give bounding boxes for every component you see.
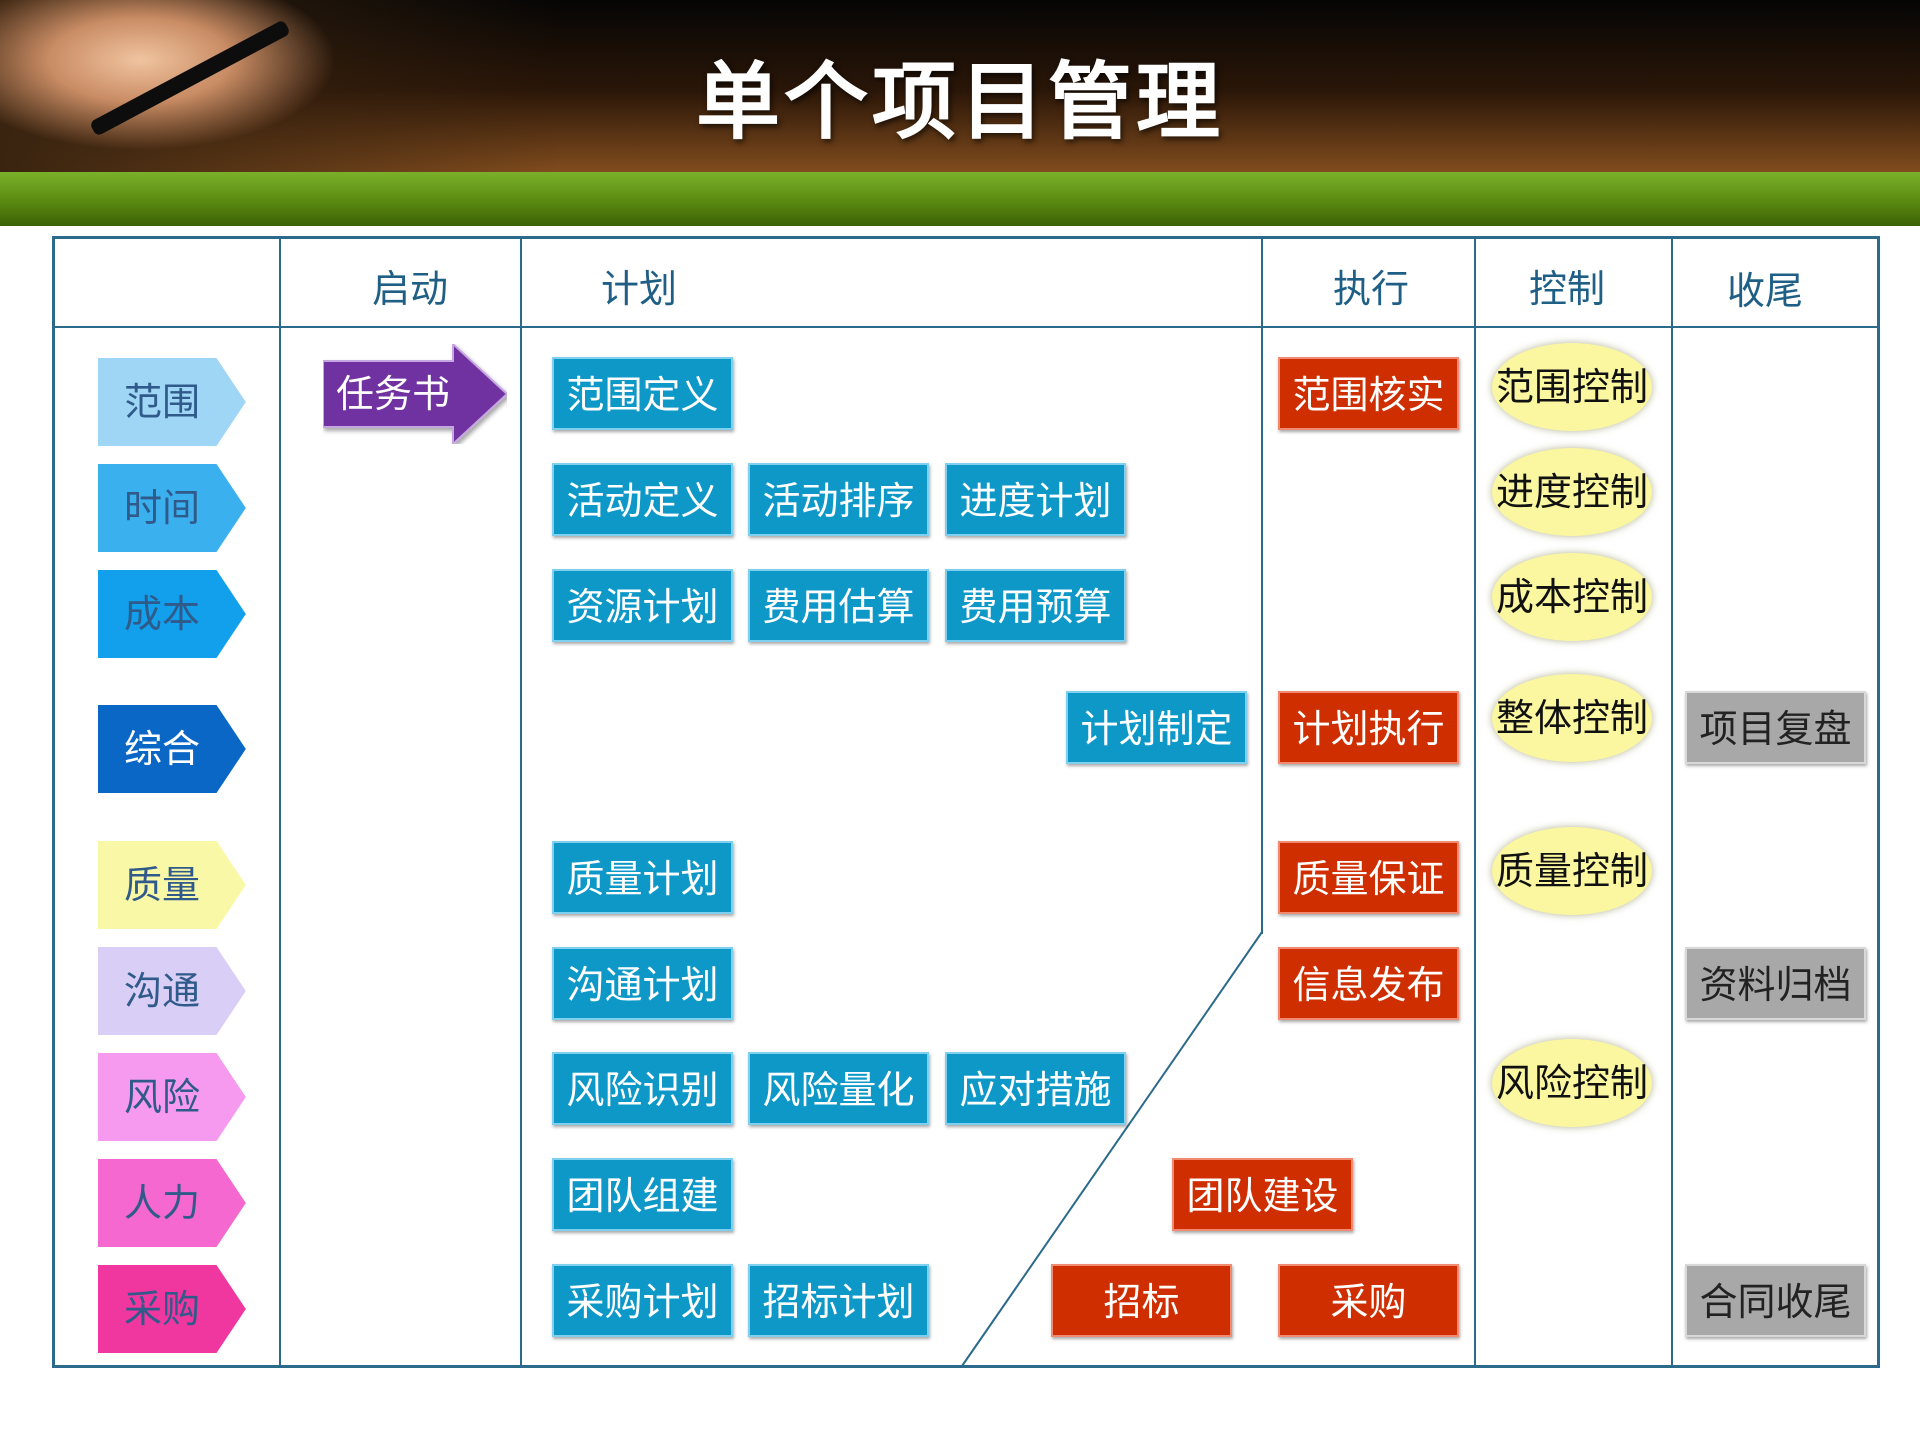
knowledge-area-scope: 范围 [97,357,247,447]
column-header-close: 收尾 [1727,269,1804,313]
process-table [52,236,1880,1368]
knowledge-area-cost: 成本 [97,569,247,659]
knowledge-area-human-resources: 人力 [97,1158,247,1248]
plan-schedule-planning: 进度计划 [945,463,1126,536]
execute-information-distribution: 信息发布 [1278,947,1459,1020]
column-divider-5 [1671,236,1673,1368]
charter-label: 任务书 [335,372,450,416]
plan-quality-planning: 质量计划 [552,841,733,914]
column-header-plan: 计划 [601,267,678,311]
close-archive: 资料归档 [1685,947,1866,1020]
plan-resource-planning: 资源计划 [552,569,733,642]
header-row-divider [52,326,1880,328]
control-schedule: 进度控制 [1492,448,1652,536]
execute-team-development: 团队建设 [1172,1158,1353,1231]
plan-development: 计划制定 [1066,691,1247,764]
column-divider-3 [1261,236,1263,934]
execute-tendering: 招标 [1051,1264,1232,1337]
knowledge-area-integration: 综合 [97,704,247,794]
control-scope: 范围控制 [1492,343,1652,431]
control-quality: 质量控制 [1492,827,1652,915]
plan-team-building: 团队组建 [552,1158,733,1231]
plan-cost-budgeting: 费用预算 [945,569,1126,642]
close-project-review: 项目复盘 [1685,691,1866,764]
knowledge-area-quality: 质量 [97,840,247,930]
plan-activity-definition: 活动定义 [552,463,733,536]
plan-tender-planning: 招标计划 [748,1264,929,1337]
knowledge-area-risk: 风险 [97,1052,247,1142]
knowledge-area-time: 时间 [97,463,247,553]
control-risk: 风险控制 [1492,1039,1652,1127]
column-header-start: 启动 [372,267,449,311]
close-contract-closeout: 合同收尾 [1685,1264,1866,1337]
knowledge-area-procurement: 采购 [97,1264,247,1354]
plan-activity-sequencing: 活动排序 [748,463,929,536]
execute-procurement: 采购 [1278,1264,1459,1337]
plan-communication-planning: 沟通计划 [552,947,733,1020]
plan-cost-estimating: 费用估算 [748,569,929,642]
charter-arrow: 任务书 [323,344,507,444]
control-cost: 成本控制 [1492,553,1652,641]
charter-arrow-shape [323,344,507,444]
column-header-control: 控制 [1529,267,1606,311]
page-title: 单个项目管理 [695,53,1224,151]
column-divider-1 [279,236,281,1368]
green-band [0,172,1920,226]
knowledge-area-communication: 沟通 [97,946,247,1036]
plan-risk-identification: 风险识别 [552,1052,733,1125]
column-header-execute: 执行 [1333,267,1410,311]
plan-procurement-planning: 采购计划 [552,1264,733,1337]
execute-plan-execution: 计划执行 [1278,691,1459,764]
plan-scope-definition: 范围定义 [552,357,733,430]
column-divider-4 [1474,236,1476,1368]
plan-risk-quantification: 风险量化 [748,1052,929,1125]
column-divider-2 [520,236,522,1368]
execute-quality-assurance: 质量保证 [1278,841,1459,914]
header-banner [0,0,1920,226]
control-integrated: 整体控制 [1492,674,1652,762]
plan-risk-response: 应对措施 [945,1052,1126,1125]
execute-scope-verification: 范围核实 [1278,357,1459,430]
